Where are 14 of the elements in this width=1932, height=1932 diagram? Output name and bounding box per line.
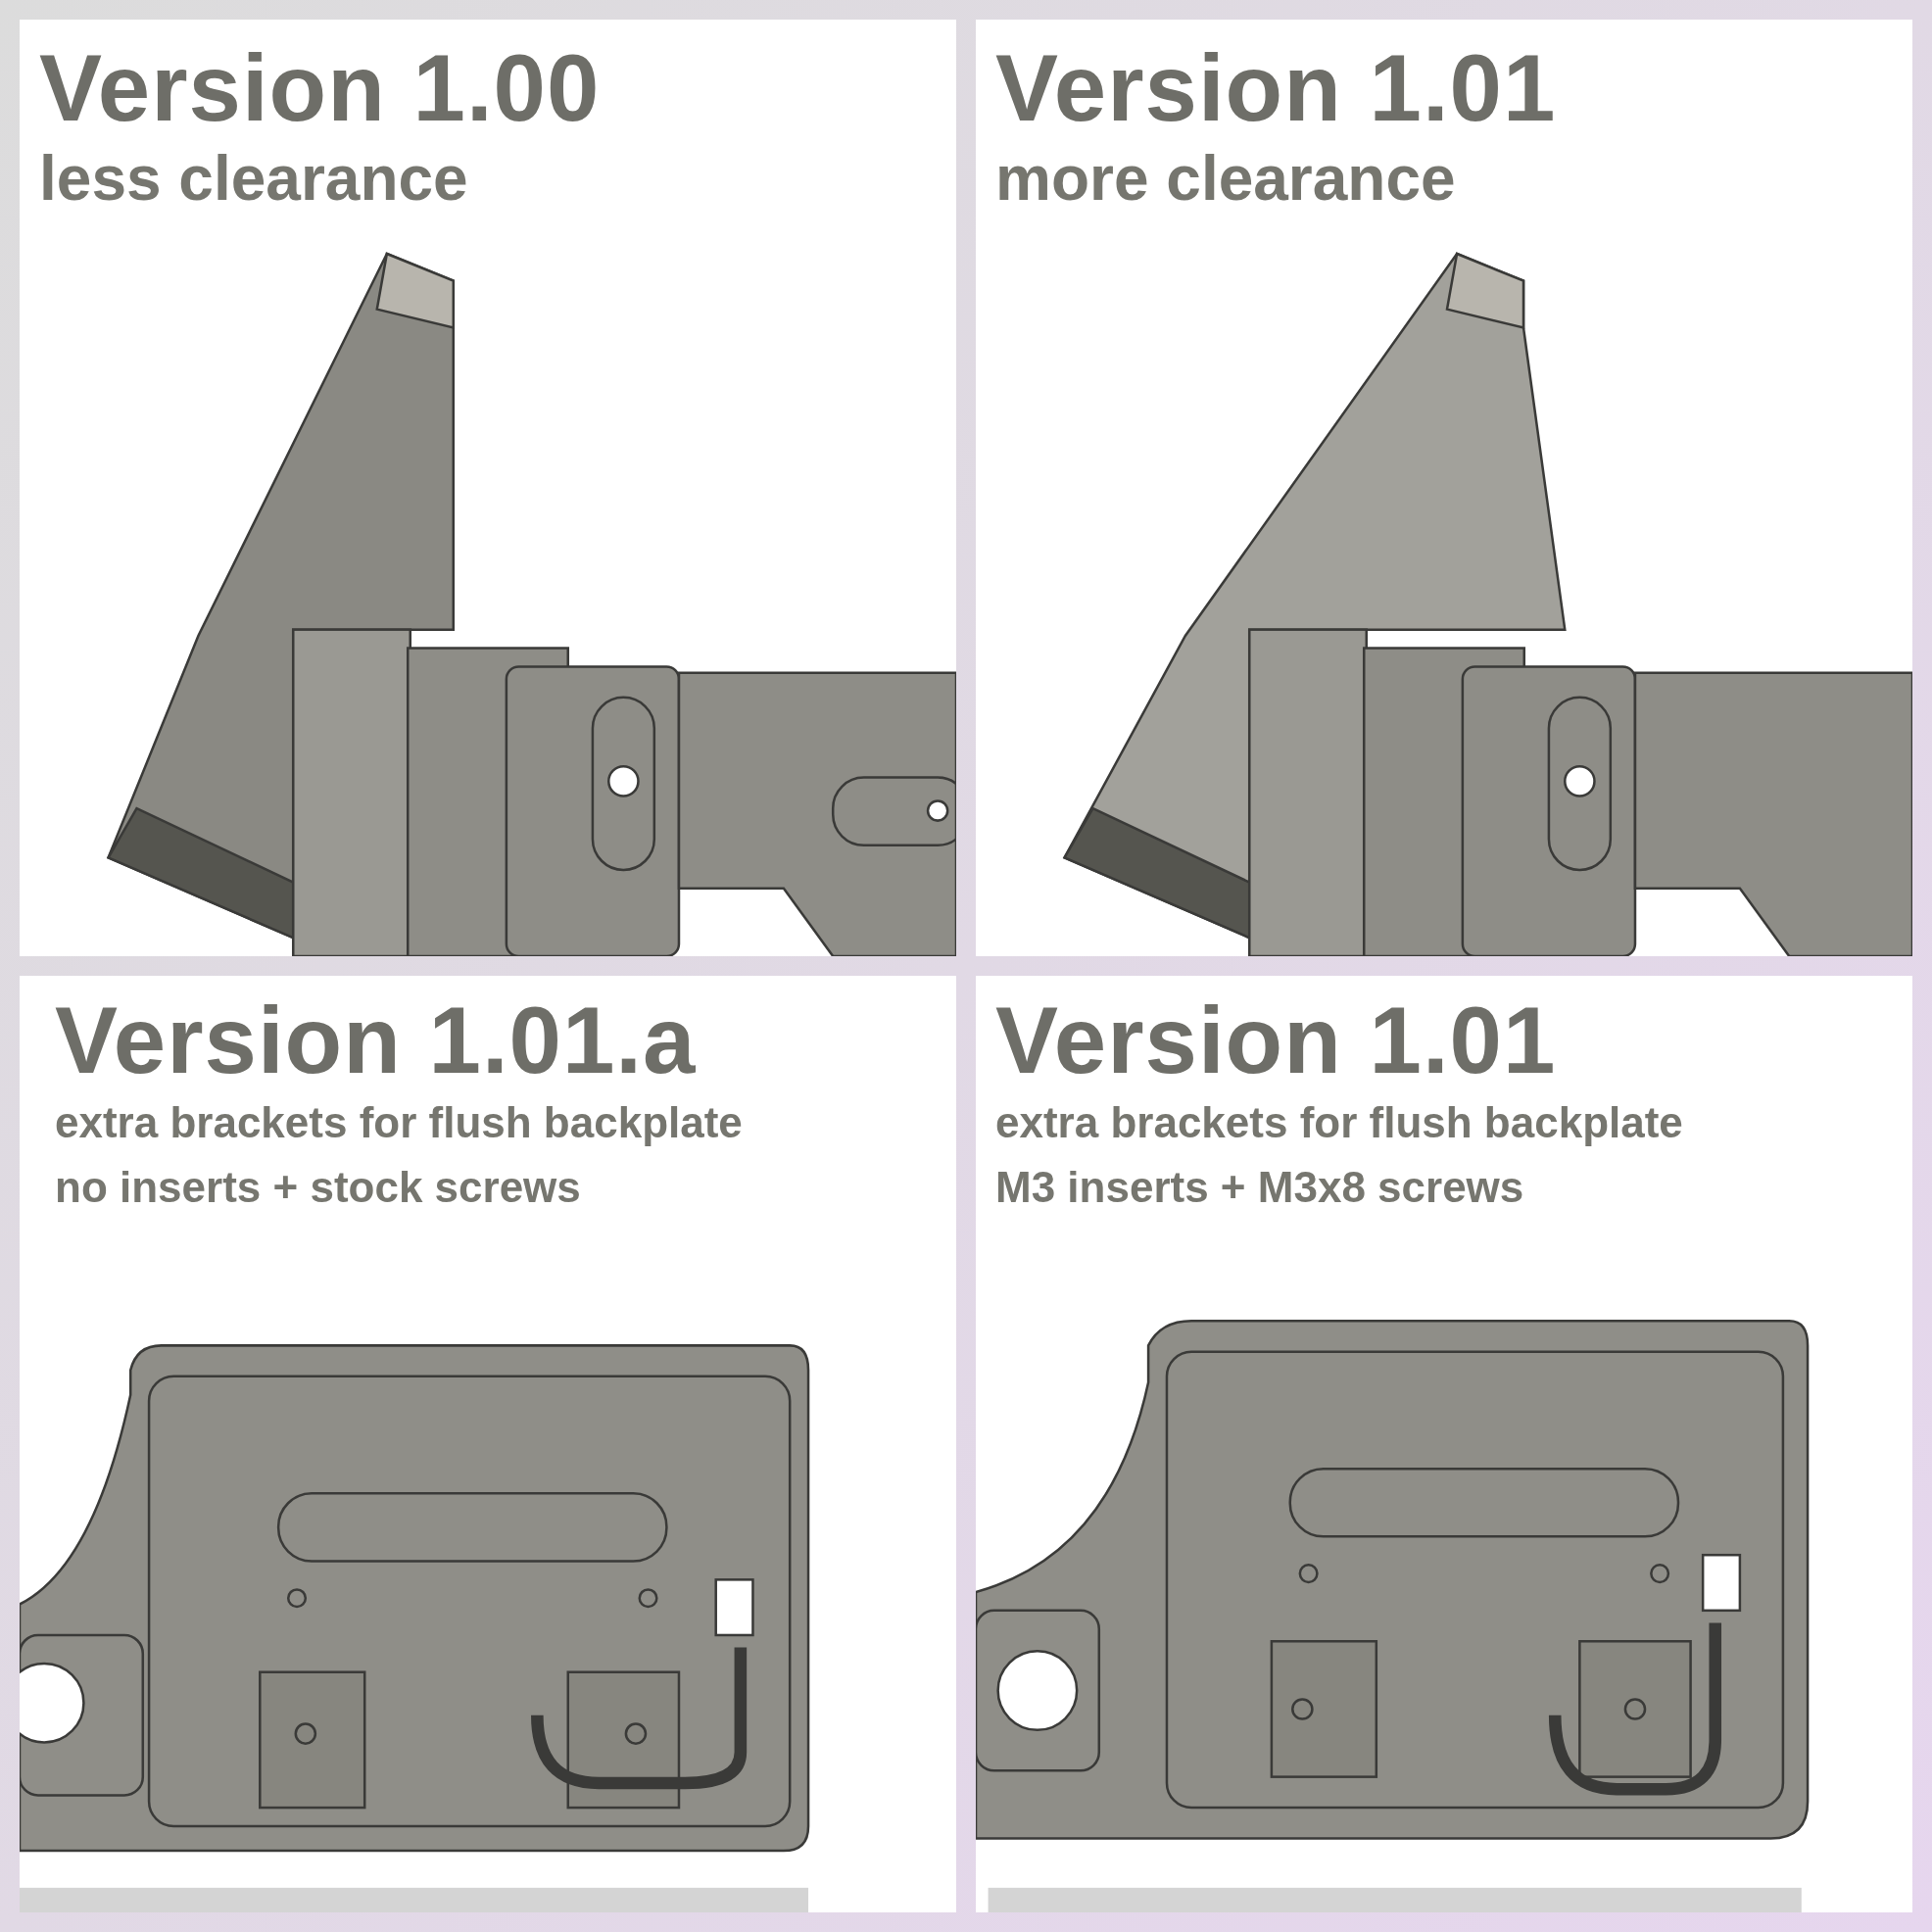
version-heading: Version 1.01 bbox=[995, 991, 1558, 1090]
version-note: less clearance bbox=[39, 141, 469, 216]
version-panel bbox=[976, 20, 1912, 956]
version-note: extra brackets for flush backplate bbox=[55, 1096, 744, 1148]
version-note: M3 inserts + M3x8 screws bbox=[995, 1161, 1525, 1213]
version-panel bbox=[20, 20, 956, 956]
version-panel bbox=[976, 976, 1912, 1912]
version-note: no inserts + stock screws bbox=[55, 1161, 582, 1213]
version-heading: Version 1.01.a bbox=[55, 991, 698, 1090]
version-note: more clearance bbox=[995, 141, 1457, 216]
version-note: extra brackets for flush backplate bbox=[995, 1096, 1684, 1148]
version-panel bbox=[20, 976, 956, 1912]
version-heading: Version 1.01 bbox=[995, 39, 1558, 138]
version-heading: Version 1.00 bbox=[39, 39, 602, 138]
